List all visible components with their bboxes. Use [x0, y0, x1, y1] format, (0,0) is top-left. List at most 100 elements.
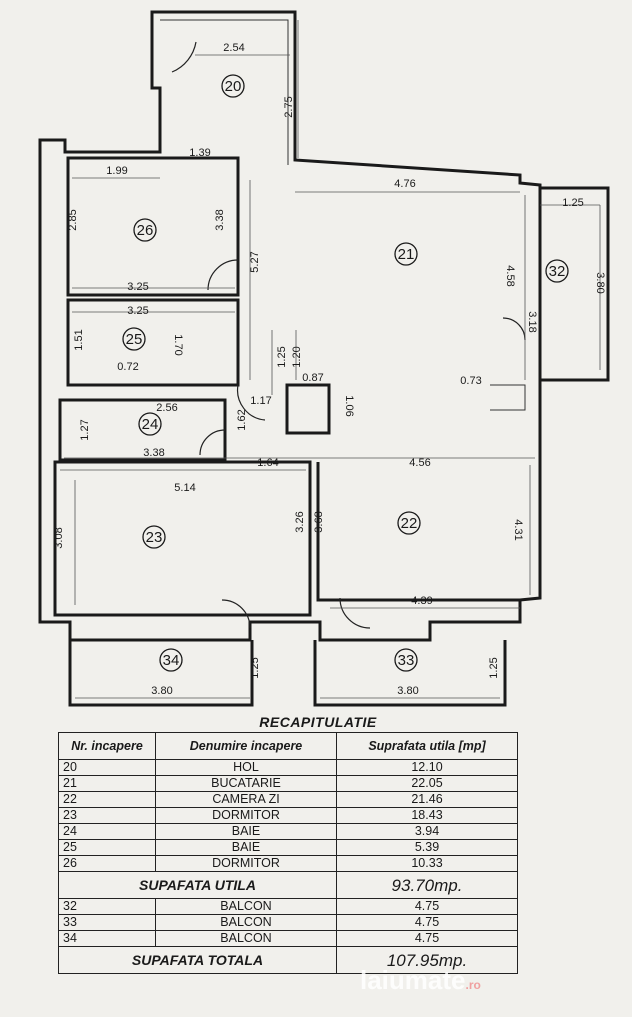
room-number: 25	[126, 331, 143, 348]
room-marker-25	[122, 327, 146, 351]
room-marker-32	[545, 259, 569, 283]
total-area-row: SUPAFATA TOTALA 107.95mp.	[58, 946, 518, 974]
room-number: 20	[225, 78, 242, 95]
room-number: 24	[142, 416, 159, 433]
dimension-label: 3.25	[127, 305, 148, 317]
door-arc	[502, 317, 526, 341]
room-number: 34	[163, 652, 180, 669]
dimension-label: 2.56	[156, 402, 177, 414]
row-nr: 32	[58, 898, 156, 915]
row-area: 10.33	[336, 855, 518, 872]
dimension-label: 1.25	[249, 657, 261, 678]
row-nr: 34	[58, 930, 156, 947]
room-23-wall	[53, 460, 312, 617]
balcony-33-wall	[313, 640, 507, 707]
room-25-wall	[66, 298, 240, 387]
row-name: BAIE	[155, 823, 337, 840]
total-area-value: 107.95mp.	[336, 946, 518, 974]
watermark-logo: laiumate.ro	[360, 965, 481, 996]
row-nr: 23	[58, 807, 156, 824]
dimension-label: 4.39	[411, 595, 432, 607]
dimension-label: 0.87	[302, 372, 323, 384]
table-row: 32 BALCON 4.75	[58, 898, 518, 915]
row-name: BALCON	[155, 898, 337, 915]
watermark-text: laiumate	[360, 965, 466, 995]
room-marker-34	[159, 648, 183, 672]
row-area: 4.75	[336, 898, 518, 915]
dimension-label: 3.80	[397, 685, 418, 697]
dimension-label: 1.70	[172, 334, 184, 355]
watermark-suffix: .ro	[465, 978, 481, 992]
row-nr: 20	[58, 759, 156, 776]
room-number: 23	[146, 529, 163, 546]
room-marker-24	[138, 412, 162, 436]
row-area: 4.75	[336, 914, 518, 931]
dimension-label: 3.38	[214, 209, 226, 230]
row-area: 4.75	[336, 930, 518, 947]
dimension-label: 1.25	[488, 657, 500, 678]
outer-wall	[38, 10, 542, 642]
row-area: 22.05	[336, 775, 518, 792]
room-26-wall	[66, 156, 240, 297]
dimension-label: 3.68	[313, 511, 325, 532]
room-number: 33	[398, 652, 415, 669]
dimension-label: 1.25	[562, 197, 583, 209]
row-name: BUCATARIE	[155, 775, 337, 792]
door-arc	[199, 429, 226, 456]
useful-area-value: 93.70mp.	[336, 871, 518, 899]
door-arc	[221, 599, 251, 629]
door-arc	[236, 384, 266, 421]
row-name: BAIE	[155, 839, 337, 856]
dimension-label: 1.99	[106, 165, 127, 177]
table-row: 21 BUCATARIE 22.05	[58, 775, 518, 792]
header-area: Suprafata utila [mp]	[336, 732, 518, 760]
dimension-label: 2.75	[283, 96, 295, 117]
row-name: DORMITOR	[155, 807, 337, 824]
row-area: 3.94	[336, 823, 518, 840]
row-nr: 21	[58, 775, 156, 792]
table-row: 26 DORMITOR 10.33	[58, 855, 518, 872]
dimension-label: 4.31	[512, 519, 524, 540]
row-area: 5.39	[336, 839, 518, 856]
useful-area-row: SUPAFATA UTILA 93.70mp.	[58, 871, 518, 899]
door-arc	[171, 41, 197, 73]
dimension-label: 0.72	[117, 361, 138, 373]
room-24-wall	[58, 398, 227, 462]
room-number: 26	[137, 222, 154, 239]
row-name: HOL	[155, 759, 337, 776]
shaft	[285, 383, 331, 435]
row-area: 21.46	[336, 791, 518, 808]
room-22-wall	[316, 462, 520, 602]
dimension-label: 2.54	[223, 42, 244, 54]
row-name: CAMERA ZI	[155, 791, 337, 808]
door-arc	[339, 597, 371, 629]
table-header-row: Nr. incapere Denumire incapere Suprafata…	[58, 732, 518, 760]
dimension-label: 4.58	[504, 265, 516, 286]
row-area: 12.10	[336, 759, 518, 776]
room-marker-33	[394, 648, 418, 672]
dimension-label: 3.18	[526, 311, 538, 332]
dimension-label: 3.38	[143, 447, 164, 459]
header-nr: Nr. incapere	[58, 732, 156, 760]
row-name: BALCON	[155, 930, 337, 947]
room-marker-22	[397, 511, 421, 535]
dimension-label: 1.20	[291, 346, 303, 367]
row-name: DORMITOR	[155, 855, 337, 872]
table-row: 20 HOL 12.10	[58, 759, 518, 776]
dimension-label: 3.08	[53, 527, 65, 548]
dimension-label: 1.25	[276, 346, 288, 367]
room-number: 21	[398, 246, 415, 263]
room-marker-20	[221, 74, 245, 98]
room-marker-21	[394, 242, 418, 266]
row-nr: 26	[58, 855, 156, 872]
floor-plan: 20 21 22 23 24 25 26 32 33 34 2.54 2.75 …	[38, 10, 610, 707]
dimension-label: 1.27	[79, 419, 91, 440]
recap-table: Nr. incapere Denumire incapere Suprafata…	[58, 732, 518, 974]
dimension-label: 5.27	[249, 251, 261, 272]
row-nr: 22	[58, 791, 156, 808]
table-row: 34 BALCON 4.75	[58, 930, 518, 947]
dimension-label: 1.62	[236, 409, 248, 430]
row-name: BALCON	[155, 914, 337, 931]
table-row: 33 BALCON 4.75	[58, 914, 518, 931]
dimension-label: 3.80	[594, 272, 606, 293]
